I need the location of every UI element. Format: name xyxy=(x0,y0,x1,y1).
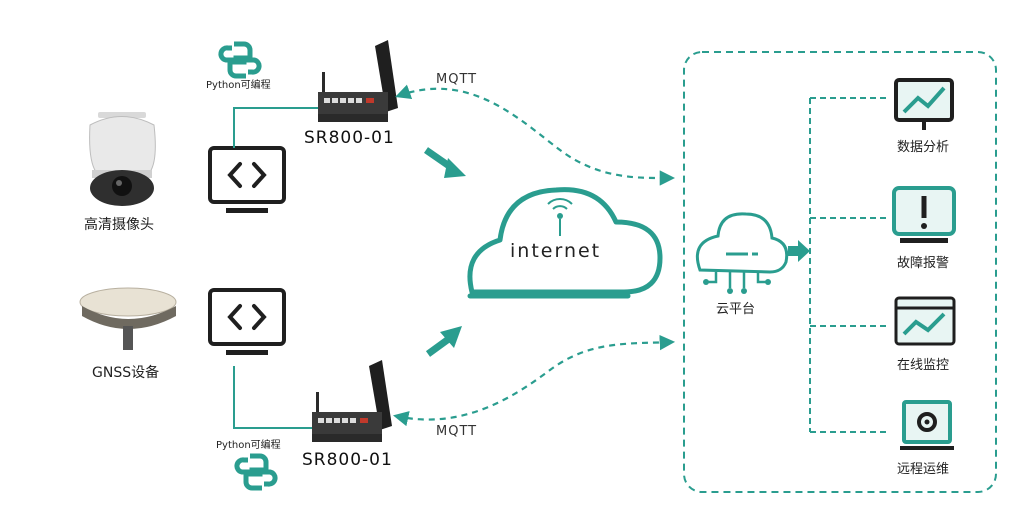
python-programmable-label-bottom: Python可编程 xyxy=(216,440,281,451)
mqtt-label-top: MQTT xyxy=(436,72,478,87)
cloud-platform-label: 云平台 xyxy=(716,302,756,317)
service-label-online-monitoring: 在线监控 xyxy=(897,358,950,373)
code-monitor-icon-bottom xyxy=(208,288,286,355)
mqtt-link-bottom xyxy=(392,334,676,427)
gnss-label: GNSS设备 xyxy=(92,365,160,381)
router-label-bottom: SR800-01 xyxy=(302,450,393,470)
python-logo-icon-bottom xyxy=(234,453,278,491)
internet-cloud-icon xyxy=(467,187,663,299)
arrow-to-internet-bottom xyxy=(425,326,462,357)
python-programmable-label-top: Python可编程 xyxy=(206,80,271,91)
online-monitoring-icon xyxy=(894,296,956,346)
camera-label: 高清摄像头 xyxy=(84,217,154,233)
router-sr800-icon-bottom xyxy=(312,360,392,442)
hd-camera-icon xyxy=(89,112,156,206)
service-label-remote-ops: 远程运维 xyxy=(897,462,950,477)
code-monitor-icon-top xyxy=(208,146,286,213)
service-label-data-analysis: 数据分析 xyxy=(897,140,950,155)
remote-ops-icon xyxy=(900,400,954,450)
router-label-top: SR800-01 xyxy=(304,128,395,148)
service-label-fault-alarm: 故障报警 xyxy=(897,256,950,271)
cloud-platform-icon xyxy=(695,212,789,294)
data-analysis-icon xyxy=(894,78,954,130)
python-logo-icon-top xyxy=(218,41,262,79)
arrow-to-internet-top xyxy=(424,147,466,178)
mqtt-label-bottom: MQTT xyxy=(436,424,478,439)
fault-alarm-icon xyxy=(892,186,956,243)
link-line-top xyxy=(233,107,318,148)
internet-label: internet xyxy=(510,240,602,262)
cloud-platform-boundary xyxy=(683,51,997,493)
link-line-bottom xyxy=(233,366,312,429)
gnss-antenna-icon xyxy=(79,287,177,350)
arrow-to-services xyxy=(788,240,810,262)
mqtt-link-top xyxy=(395,84,676,186)
router-sr800-icon-top xyxy=(318,40,398,122)
service-tree-connector xyxy=(809,97,890,433)
